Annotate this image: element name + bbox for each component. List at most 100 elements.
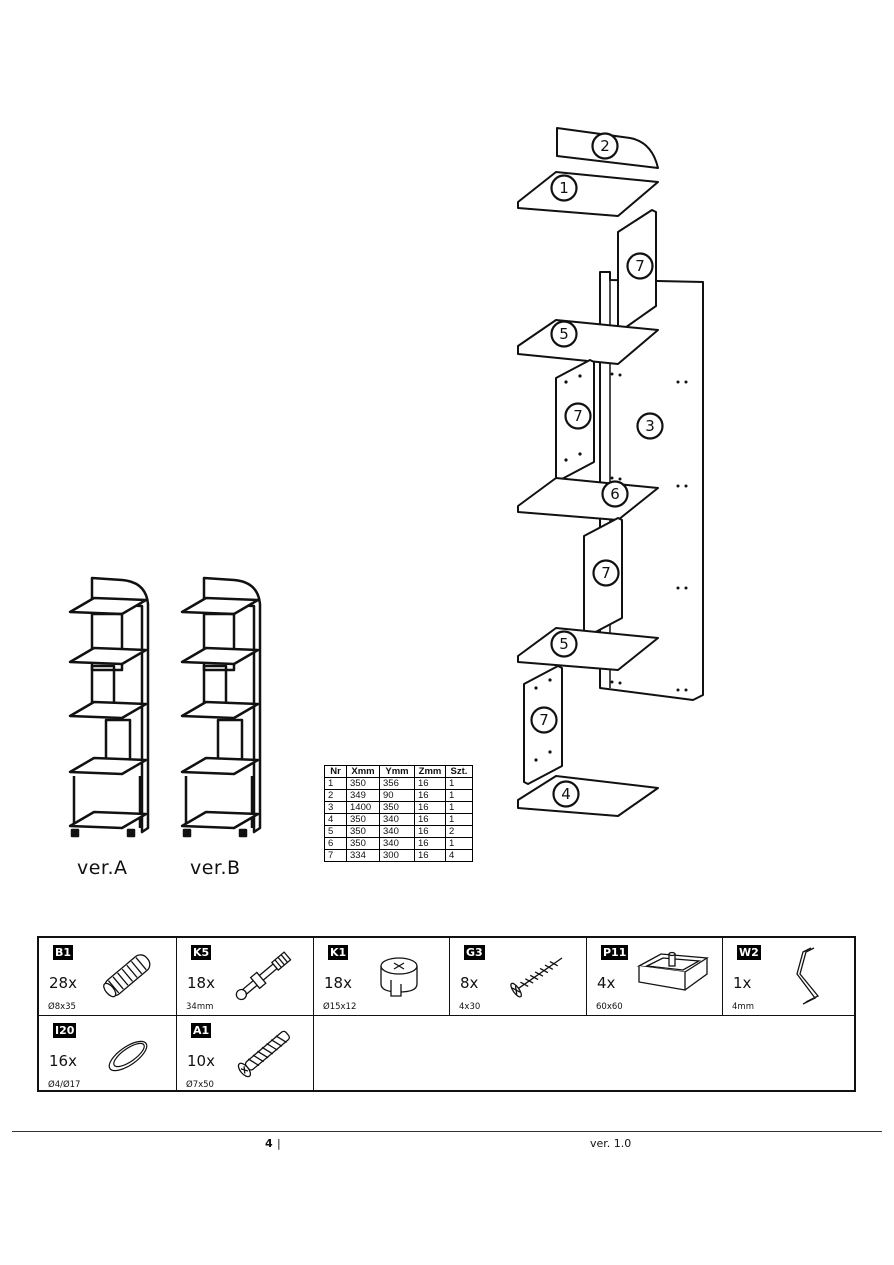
table-cell: 300 xyxy=(379,849,415,862)
callout-label: 4 xyxy=(561,785,571,803)
version-thumbnails xyxy=(68,576,262,838)
table-cell: 6 xyxy=(324,837,347,850)
hardware-qty: 1x xyxy=(733,974,752,992)
hardware-size: Ø8x35 xyxy=(48,1002,76,1012)
table-cell: 1 xyxy=(445,801,473,814)
callout-label: 5 xyxy=(559,325,569,343)
parts-dimensions-table: Nr Xmm Ymm Zmm Szt. 1 350 356 16 1 2 349… xyxy=(324,765,473,862)
table-cell: 2 xyxy=(324,789,347,802)
table-cell: 349 xyxy=(346,789,380,802)
hardware-size: 4x30 xyxy=(459,1002,481,1012)
exploded-assembly-diagram: 2 1 7 5 7 3 6 7 5 7 4 xyxy=(517,127,704,817)
hardware-qty: 10x xyxy=(187,1052,215,1070)
top-shelf xyxy=(517,171,659,217)
table-row: 6 350 340 16 1 xyxy=(324,837,473,850)
table-row: 3 1400 350 16 1 xyxy=(324,801,473,814)
hardware-code: I20 xyxy=(53,1023,77,1038)
hardware-item: W2 1x 4mm xyxy=(723,938,854,1016)
table-cell: 90 xyxy=(379,789,415,802)
hardware-code: K5 xyxy=(191,945,212,960)
ver-b-label: ver.B xyxy=(190,857,241,879)
table-cell: 350 xyxy=(346,813,380,826)
cover-cap-icon xyxy=(108,1040,148,1072)
table-cell: 1 xyxy=(445,789,473,802)
hardware-size: Ø7x50 xyxy=(186,1080,214,1090)
table-row: 7 334 300 16 4 xyxy=(324,849,473,862)
table-header-row: Nr Xmm Ymm Zmm Szt. xyxy=(324,765,473,778)
column-header: Zmm xyxy=(414,765,446,778)
hardware-item: B1 28x Ø8x35 xyxy=(39,938,177,1016)
hardware-qty: 18x xyxy=(324,974,352,992)
table-cell: 340 xyxy=(379,825,415,838)
callout-label: 1 xyxy=(559,179,569,197)
table-row: 4 350 340 16 1 xyxy=(324,813,473,826)
table-cell: 1 xyxy=(445,777,473,790)
table-cell: 1 xyxy=(445,837,473,850)
hardware-list: B1 28x Ø8x35 K5 18x 34mm xyxy=(37,936,856,1092)
table-cell: 16 xyxy=(414,789,446,802)
table-cell: 16 xyxy=(414,801,446,814)
hardware-size: 34mm xyxy=(186,1002,214,1012)
table-cell: 2 xyxy=(445,825,473,838)
hardware-qty: 28x xyxy=(49,974,77,992)
screw-icon xyxy=(510,957,563,998)
callout-label: 6 xyxy=(610,485,620,503)
ver-a-drawing xyxy=(68,576,150,838)
hardware-item: G3 8x 4x30 xyxy=(450,938,587,1016)
table-cell: 340 xyxy=(379,837,415,850)
column-header: Nr xyxy=(324,765,347,778)
column-header: Ymm xyxy=(379,765,415,778)
hardware-code: G3 xyxy=(464,945,485,960)
footer-divider xyxy=(12,1131,882,1132)
table-cell: 4 xyxy=(445,849,473,862)
table-row: 5 350 340 16 2 xyxy=(324,825,473,838)
hardware-code: W2 xyxy=(737,945,761,960)
hardware-item: A1 10x Ø7x50 xyxy=(177,1016,314,1092)
table-cell: 16 xyxy=(414,837,446,850)
hex-key-icon xyxy=(796,947,820,1005)
back-panel xyxy=(599,271,704,701)
table-row: 1 350 356 16 1 xyxy=(324,777,473,790)
hardware-size: Ø4/Ø17 xyxy=(48,1080,81,1090)
table-cell: 1400 xyxy=(346,801,380,814)
table-cell: 1 xyxy=(445,813,473,826)
callout-label: 2 xyxy=(600,137,610,155)
cam-lock-icon xyxy=(380,957,418,997)
table-cell: 3 xyxy=(324,801,347,814)
hardware-size: Ø15x12 xyxy=(323,1002,357,1012)
table-cell: 340 xyxy=(379,813,415,826)
callout-label: 5 xyxy=(559,635,569,653)
drill-holes xyxy=(534,372,688,762)
table-cell: 16 xyxy=(414,849,446,862)
hardware-item: P11 4x 60x60 xyxy=(587,938,723,1016)
hardware-item: K1 18x Ø15x12 xyxy=(314,938,450,1016)
table-cell: 4 xyxy=(324,813,347,826)
callout-label: 3 xyxy=(645,417,655,435)
table-cell: 1 xyxy=(324,777,347,790)
table-cell: 350 xyxy=(346,837,380,850)
bottom-shelf xyxy=(517,775,659,817)
dowel-icon xyxy=(103,954,151,998)
hardware-qty: 16x xyxy=(49,1052,77,1070)
callout-label: 7 xyxy=(601,564,611,582)
ver-b-drawing xyxy=(180,576,262,838)
foot-pad-icon xyxy=(636,951,709,991)
document-version: ver. 1.0 xyxy=(590,1137,632,1150)
table-cell: 356 xyxy=(379,777,415,790)
confirmat-screw-icon xyxy=(237,1030,290,1078)
page-separator: | xyxy=(277,1137,281,1150)
hardware-qty: 18x xyxy=(187,974,215,992)
callout-label: 7 xyxy=(635,257,645,275)
hardware-qty: 8x xyxy=(460,974,479,992)
hardware-code: B1 xyxy=(53,945,74,960)
hardware-size: 60x60 xyxy=(596,1002,623,1012)
hardware-item: K5 18x 34mm xyxy=(177,938,314,1016)
table-cell: 16 xyxy=(414,813,446,826)
cam-bolt-icon xyxy=(235,951,292,1001)
hardware-qty: 4x xyxy=(597,974,616,992)
table-cell: 16 xyxy=(414,777,446,790)
table-row: 2 349 90 16 1 xyxy=(324,789,473,802)
callout-label: 7 xyxy=(573,407,583,425)
column-header: Xmm xyxy=(346,765,380,778)
table-cell: 7 xyxy=(324,849,347,862)
